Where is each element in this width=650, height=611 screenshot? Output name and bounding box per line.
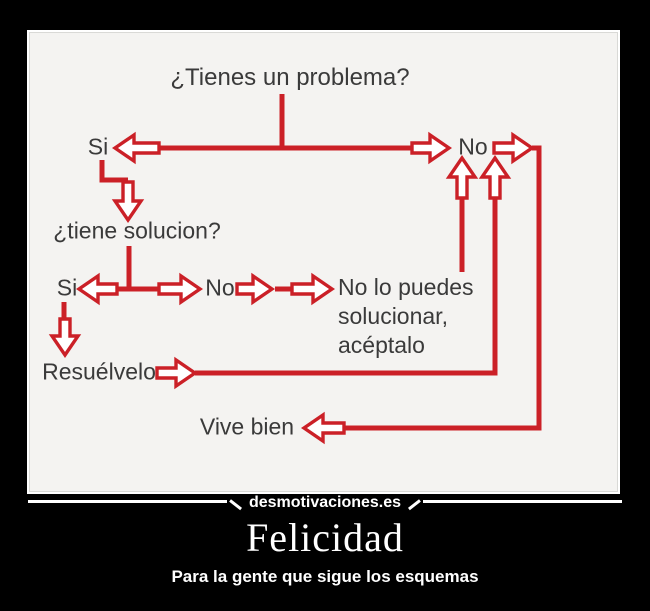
text-cant-solve-line2: solucionar, <box>338 303 448 329</box>
flow-arrow-icon <box>492 131 536 165</box>
flow-arrow-icon <box>155 356 199 390</box>
flowchart-photo: ¿Tienes un problema? Si No ¿tiene soluci… <box>27 30 620 494</box>
flow-arrow-icon <box>410 131 453 165</box>
label-no-top: No <box>458 133 488 160</box>
label-no-solution: No <box>205 274 235 301</box>
flow-connector <box>344 145 542 431</box>
flow-arrow-icon <box>300 411 346 445</box>
watermark-line-right <box>423 499 623 503</box>
label-resuelvelo: Resuélvelo <box>42 358 156 385</box>
text-cant-solve-line3: acéptalo <box>338 332 425 358</box>
watermark-ribbon: desmotivaciones.es <box>28 491 623 515</box>
flow-connector <box>195 197 498 376</box>
flow-arrow-icon <box>235 272 276 306</box>
label-si-solution: Si <box>56 274 78 301</box>
flow-arrow-icon <box>111 180 145 224</box>
watermark-line-left <box>28 499 227 503</box>
text-cant-solve-line1: No lo puedes <box>338 274 474 300</box>
text-cant-solve: No lo puedes solucionar, acéptalo <box>338 273 474 360</box>
flow-arrow-icon <box>48 317 82 359</box>
question-solution: ¿tiene solucion? <box>53 217 221 244</box>
flow-arrow-icon <box>290 272 336 306</box>
watermark-notch-right <box>408 498 421 510</box>
watermark-text: desmotivaciones.es <box>248 494 402 511</box>
label-vive-bien: Vive bien <box>199 413 295 440</box>
flow-arrow-icon <box>75 272 119 306</box>
label-si-top: Si <box>87 133 109 160</box>
meme-title: Felicidad <box>246 515 404 560</box>
flow-arrow-icon <box>157 272 204 306</box>
flow-arrow-icon <box>111 131 161 165</box>
flow-arrow-icon <box>478 154 512 200</box>
flow-connector <box>99 160 128 183</box>
flowchart-canvas <box>48 94 542 445</box>
question-top: ¿Tienes un problema? <box>170 63 410 91</box>
flow-arrow-icon <box>445 154 479 200</box>
meme-subtitle: Para la gente que sigue los esquemas <box>171 567 479 586</box>
